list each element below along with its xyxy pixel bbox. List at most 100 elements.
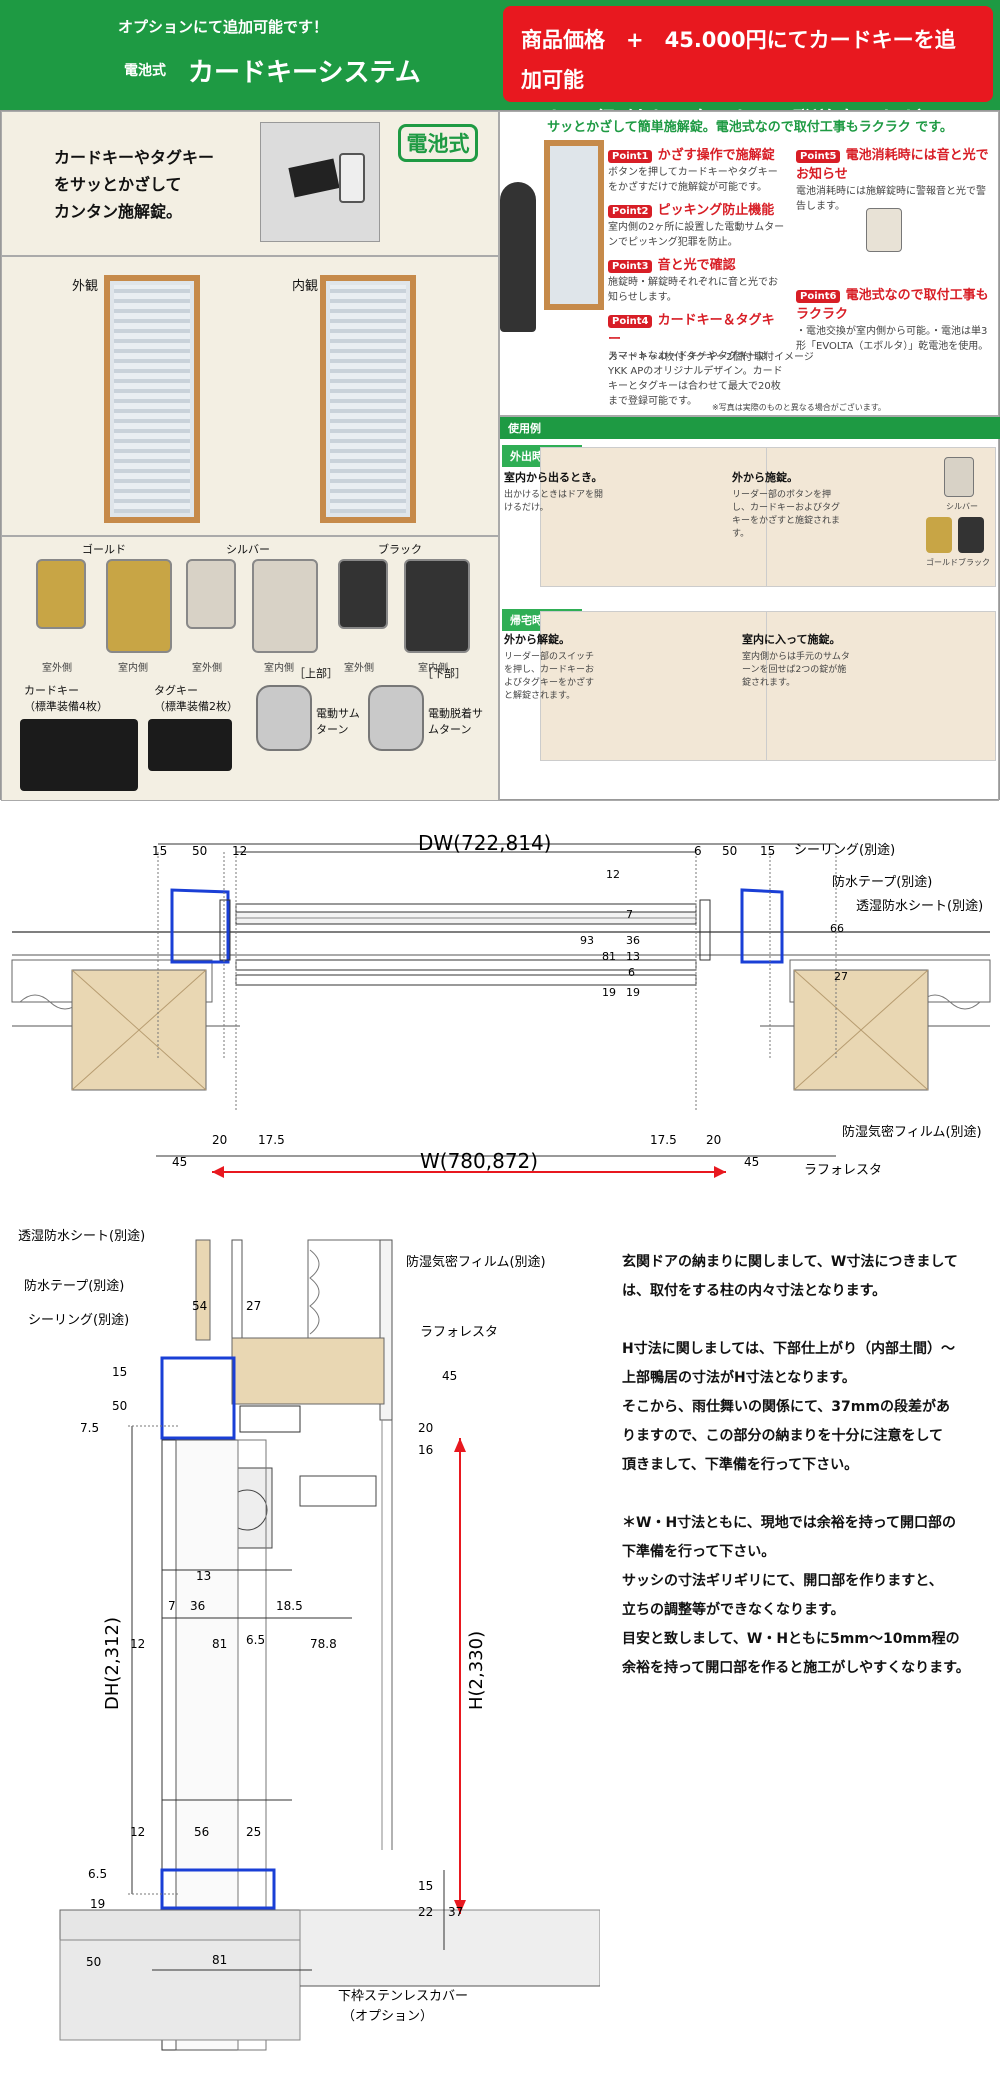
door-glass xyxy=(330,285,406,513)
interior-label: 内観 xyxy=(292,279,319,294)
silver-inside-label: 室内側 xyxy=(264,663,294,674)
vs-label-dim-6-5-sill: 6.5 xyxy=(88,1867,107,1881)
banner-subtitle: オプションにて追加可能です！ xyxy=(118,18,329,36)
features-headline: サッとかざして簡単施解錠。電池式なので取付工事もラクラク です。 xyxy=(547,120,953,135)
card-caption: カードキー4枚付 xyxy=(608,352,685,363)
vs-callout-sealing: シーリング(別途) xyxy=(28,1312,129,1328)
gold-inside-unit xyxy=(106,559,172,653)
gold-outside-reader xyxy=(36,559,86,629)
color-black-name: ブラック xyxy=(378,543,422,556)
vs-label-dim-12-upper: 12 xyxy=(130,1637,145,1651)
scene4-title: 室内に入って施錠。 xyxy=(742,633,841,646)
vs-label-dim-56: 56 xyxy=(194,1825,209,1839)
lower-label: ［下部］ xyxy=(422,667,466,680)
color-options-pane: ゴールド シルバー ブラック 室外側 室内側 室外側 室内側 室外側 室内側 カ… xyxy=(1,536,499,801)
dim-15-left: 15 xyxy=(152,844,167,858)
silver-inside-unit xyxy=(252,559,318,653)
note-line: サッシの寸法ギリギリにて、開口部を作りますと、 xyxy=(622,1573,943,1589)
usage-pane: 使用例 外出時 室内から出るとき。 出かけるときはドアを開けるだけ。 外から施錠… xyxy=(499,416,1000,801)
upper-name: 電動サムターン xyxy=(316,707,360,736)
silver-outside-label: 室外側 xyxy=(192,663,222,674)
feature-door xyxy=(544,140,604,310)
black-reader-image xyxy=(958,517,984,553)
note-line: 目安と致しまして、W・Hともに5mm～10mm程の xyxy=(622,1631,960,1647)
vertical-section-drawing: 透湿防水シート(別途) 防水テープ(別途) シーリング(別途) 防湿気密フィルム… xyxy=(18,1228,600,2051)
vs-label-dim-19: 19 xyxy=(90,1897,105,1911)
price-line-1: 商品価格 + 45.000円にてカードキーを追加可能 xyxy=(521,28,956,92)
dim-15-right: 15 xyxy=(760,844,775,858)
dw-label: DW(722,814) xyxy=(418,831,552,855)
scene3-text: リーダー部のスイッチを押し、カードキーおよびタグキーをかざすと解錠されます。 xyxy=(504,652,595,701)
plan-label-dim-45-right: 45 xyxy=(744,1155,759,1169)
lower-name: 電動脱着サムターン xyxy=(428,707,483,736)
vs-label-dim-81-upper: 81 xyxy=(212,1637,227,1651)
note-line: 余裕を持って開口部を作ると施工がしやすくなります。 xyxy=(622,1660,970,1676)
vs-callout-sheet: 透湿防水シート(別途) xyxy=(18,1228,145,1244)
note-line: 頂きまして、下準備を行って下さい。 xyxy=(622,1457,859,1473)
battery-label: 電池式 xyxy=(124,63,166,79)
plan-label-dim-81: 81 xyxy=(602,950,616,963)
plan-label-dim-20-left: 20 xyxy=(212,1133,227,1147)
price-box: 商品価格 + 45.000円にてカードキーを追加可能 です。 （取付まで致しまし… xyxy=(503,6,993,132)
dim-50-left: 50 xyxy=(192,844,207,858)
finish-black: ブラック xyxy=(958,558,990,567)
note-line: 立ちの調整等ができなくなります。 xyxy=(622,1602,845,1618)
black-outside-label: 室外側 xyxy=(344,663,374,674)
scene-leaving xyxy=(540,447,770,587)
vs-label-dim-15-sill: 15 xyxy=(418,1879,433,1893)
plan-label-dim-7: 7 xyxy=(626,908,633,921)
silver-outside-reader xyxy=(186,559,236,629)
door-glass xyxy=(114,285,190,513)
installation-notes: 玄関ドアの納まりに関しまして、W寸法につきまして は、取付をする柱の内々寸法とな… xyxy=(622,1248,982,1683)
gold-inside-label: 室内側 xyxy=(118,663,148,674)
h-label: H(2,330) xyxy=(466,1631,487,1710)
dim-50-right: 50 xyxy=(722,844,737,858)
plan-label-dim-36: 36 xyxy=(626,934,640,947)
callout-laforesta: ラフォレスタ xyxy=(804,1163,882,1178)
vs-label-dim-12-lower: 12 xyxy=(130,1825,145,1839)
plan-label-dim-93: 93 xyxy=(580,934,594,947)
vs-callout-film: 防湿気密フィルム(別途) xyxy=(406,1254,546,1270)
note-line: ＊W・H寸法ともに、現地では余裕を持って開口部の xyxy=(622,1515,957,1531)
vs-label-dim-13: 13 xyxy=(196,1569,211,1583)
reader-image xyxy=(866,208,902,252)
callout-sealing: シーリング(別途) xyxy=(794,842,895,858)
plan-label-dim-66: 66 xyxy=(830,922,844,935)
vs-label-dim-78-8: 78.8 xyxy=(310,1637,337,1651)
upper-label: ［上部］ xyxy=(294,667,338,680)
scene1-title: 室内から出るとき。 xyxy=(504,471,603,484)
silver-reader-image xyxy=(944,457,974,497)
battery-badge: 電池式 xyxy=(398,124,478,162)
vs-label-dim-36: 36 xyxy=(190,1599,205,1613)
intro-pane: カードキーやタグキー をサッとかざして カンタン施解錠。 電池式 xyxy=(1,111,499,256)
callout-sheet: 透湿防水シート(別途) xyxy=(856,898,983,914)
photo-note: ※写真は実際のものと異なる場合がございます。 xyxy=(712,403,886,412)
vs-label-dim-50: 50 xyxy=(112,1399,127,1413)
cardkey-image xyxy=(20,719,138,791)
scene1-text: 出かけるときはドアを開けるだけ。 xyxy=(504,490,604,513)
note-line xyxy=(622,1306,982,1335)
points-col-1: Point1 かざす操作で施解錠ボタンを押してカードキーやタグキーをかざすだけで… xyxy=(608,144,786,407)
upper-thumbturn xyxy=(256,685,312,751)
usage-bar: 使用例 xyxy=(500,417,1000,439)
vs-label-dim-15: 15 xyxy=(112,1365,127,1379)
plan-label-dim-20-right: 20 xyxy=(706,1133,721,1147)
note-line: 玄関ドアの納まりに関しまして、W寸法につきまして xyxy=(622,1254,958,1270)
top-banner: オプションにて追加可能です！ 電池式 カードキーシステム 商品価格 + 45.0… xyxy=(0,0,1000,132)
vs-callout-sill-cover: 下枠ステンレスカバー xyxy=(338,1989,468,2004)
vs-label-dim-20: 20 xyxy=(418,1421,433,1435)
plan-label-dim-45-left: 45 xyxy=(172,1155,187,1169)
note-line: 下準備を行って下さい。 xyxy=(622,1544,776,1560)
tagkey-label: タグキー（標準装備2枚） xyxy=(154,684,238,713)
vs-label-dim-45: 45 xyxy=(442,1369,457,1383)
note-line: りますので、この部分の納まりを十分に注意をして xyxy=(622,1428,944,1444)
gold-reader-image xyxy=(926,517,952,553)
color-silver-name: シルバー xyxy=(226,543,270,556)
callout-tape: 防水テープ(別途) xyxy=(832,874,932,890)
system-title: カードキーシステム xyxy=(188,58,421,88)
exterior-door xyxy=(104,275,200,523)
reader-icon xyxy=(339,153,365,203)
color-gold-name: ゴールド xyxy=(82,543,126,556)
point-1: Point1 かざす操作で施解錠ボタンを押してカードキーやタグキーをかざすだけで… xyxy=(608,148,778,193)
vs-callout-option: （オプション） xyxy=(342,2009,433,2024)
